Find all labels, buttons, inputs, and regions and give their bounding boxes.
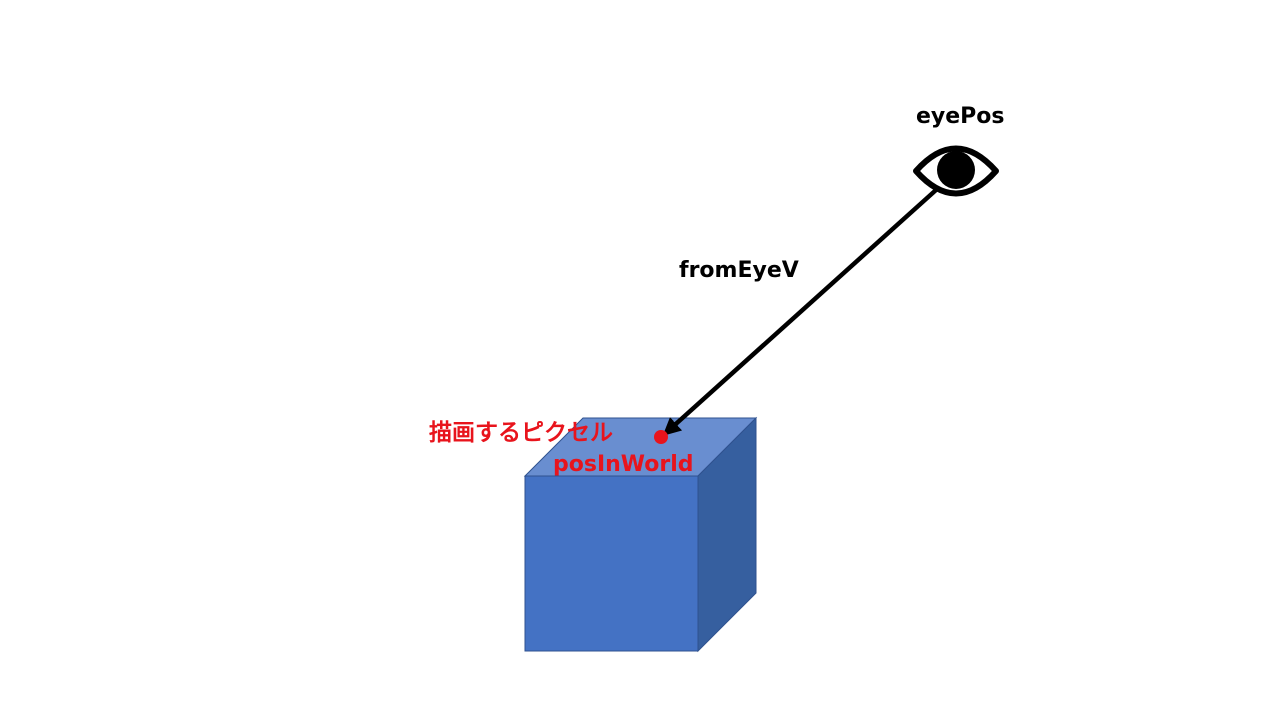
cube <box>523 416 758 653</box>
eye-icon <box>913 145 999 197</box>
eye-position-label: eyePos <box>916 104 1005 129</box>
cube-front-face <box>524 475 699 652</box>
view-vector-label: fromEyeV <box>679 258 799 283</box>
target-pixel-label: 描画するピクセル <box>429 420 613 446</box>
from-eye-arrow <box>662 188 938 436</box>
pixel-point-icon <box>654 430 668 444</box>
world-position-label: posInWorld <box>553 452 694 477</box>
